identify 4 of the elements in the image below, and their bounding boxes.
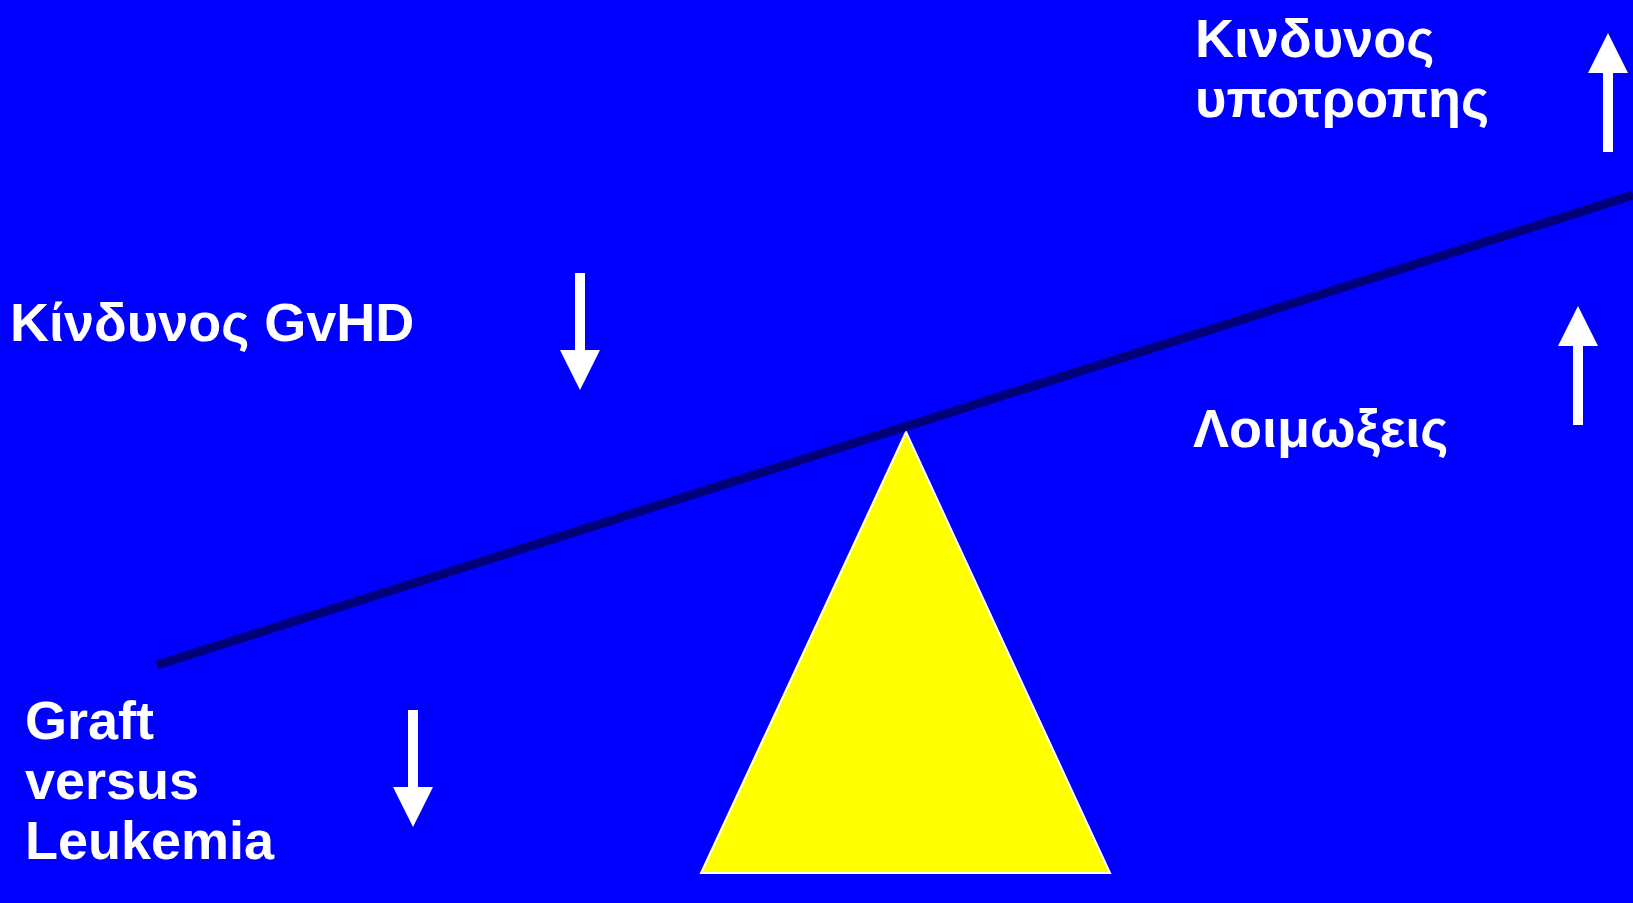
infection-label: Λοιμωξεις <box>1193 398 1450 458</box>
effect-label: Graft versus Leukemia <box>25 690 276 870</box>
risk-label: Κινδυνος υποτροπης <box>1195 8 1491 128</box>
risk-label: Κίνδυνος GvHD <box>10 292 416 352</box>
